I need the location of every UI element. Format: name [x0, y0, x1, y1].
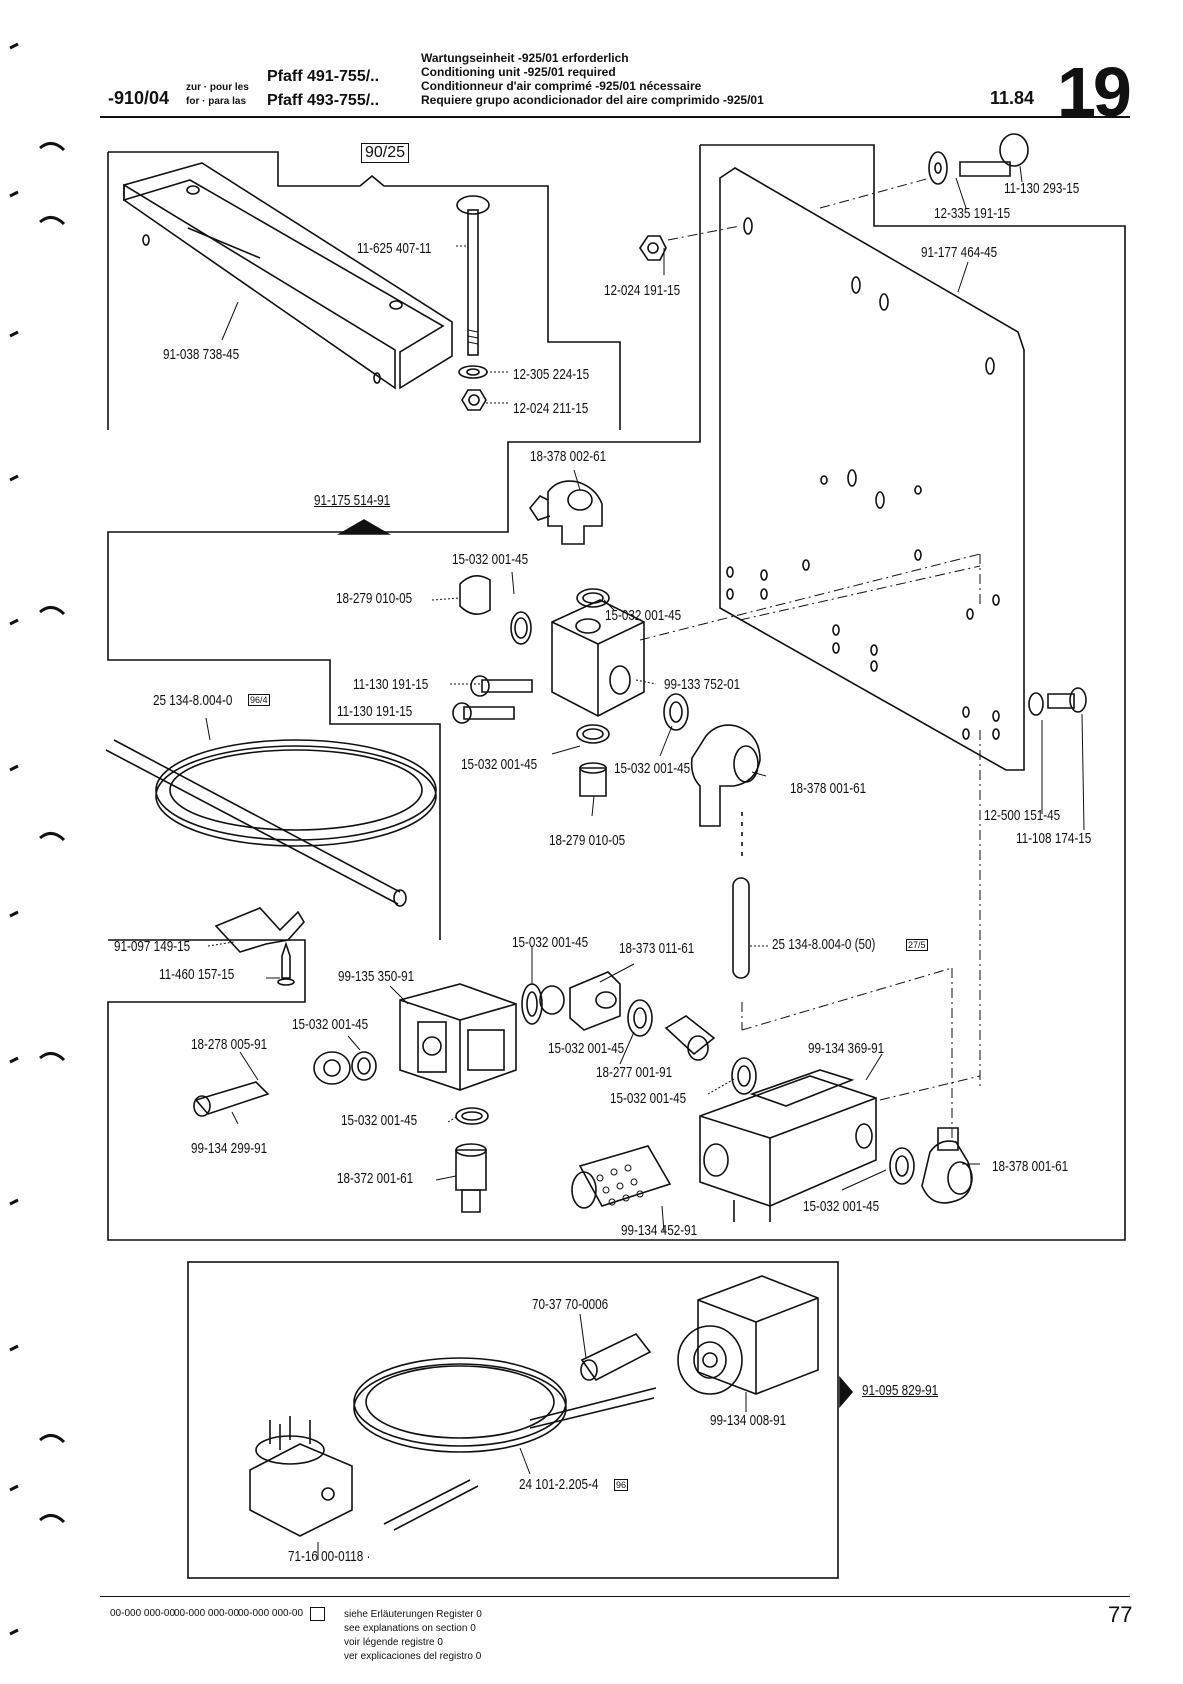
page-number: 77: [1108, 1602, 1133, 1627]
lower-frame: [187, 1261, 839, 1579]
part-label: 15-032 001-45: [614, 760, 691, 777]
bracket-frame: [107, 151, 621, 430]
part-label: 18-378 001-61: [992, 1158, 1069, 1175]
part-label: 12-024 211-15: [513, 400, 589, 417]
part-label: 99-134 369-91: [808, 1040, 885, 1057]
part-label: 18-279 010-05: [336, 590, 413, 607]
part-label: 15-032 001-45: [512, 934, 589, 951]
for-para-label: for · para las: [186, 96, 247, 107]
part-label: 12-500 151-45: [984, 807, 1061, 824]
part-label: 91-097 149-15: [114, 938, 191, 955]
note-es: Requiere grupo acondicionador del aire c…: [421, 93, 764, 107]
note-en: Conditioning unit -925/01 required: [421, 65, 616, 79]
part-ref-box: 96/4: [248, 694, 270, 706]
part-label: 25 134-8.004-0: [153, 692, 233, 709]
footer-note: ver explicaciones del registro 0: [344, 1651, 482, 1662]
footer-rule: [100, 1596, 1130, 1597]
part-label: 12-024 191-15: [604, 282, 681, 299]
mounting-plate-drawing: [719, 167, 1025, 771]
part-label: 11-108 174-15: [1016, 830, 1092, 847]
part-label: 12-335 191-15: [934, 205, 1011, 222]
part-label: 15-032 001-45: [803, 1198, 880, 1215]
footer-note: see explanations on section 0: [344, 1623, 476, 1634]
part-label: 11-130 293-15: [1004, 180, 1080, 197]
part-label: 15-032 001-45: [548, 1040, 625, 1057]
part-label: 70-37 70-0006: [532, 1296, 609, 1313]
filter-housing-drawing: [399, 983, 517, 1091]
footer-code: 00-000 000-00: [110, 1608, 176, 1619]
part-label: 18-373 011-61: [619, 940, 695, 957]
part-label: 18-378 001-61: [790, 780, 867, 797]
footer-box-icon: [310, 1607, 325, 1621]
part-label: 99-134 008-91: [710, 1412, 787, 1429]
part-label: 15-032 001-45: [605, 607, 682, 624]
part-label: 71-16 00-0118 ·: [288, 1548, 371, 1565]
margin-marks: [9, 42, 66, 1636]
part-label: 99-134 452-91: [621, 1222, 698, 1239]
note-fr: Conditionneur d'air comprimé -925/01 néc…: [421, 79, 702, 93]
footer-note: voir légende registre 0: [344, 1637, 443, 1648]
part-label: 99-135 350-91: [338, 968, 415, 985]
reference-box: 90/25: [361, 143, 410, 163]
valve-block-drawing: [551, 599, 645, 717]
part-label: 91-177 464-45: [921, 244, 998, 261]
part-label: 18-372 001-61: [337, 1170, 414, 1187]
part-label: 18-279 010-05: [549, 832, 626, 849]
part-label: 11-130 191-15: [353, 676, 429, 693]
model-2: Pfaff 493-755/..: [267, 92, 380, 109]
footer-code: 00-000 000-00: [238, 1608, 304, 1619]
leader-lines: [205, 165, 1085, 1560]
part-label: 12-305 224-15: [513, 366, 590, 383]
part-label: 18-378 002-61: [530, 448, 607, 465]
note-de: Wartungseinheit -925/01 erforderlich: [421, 51, 629, 65]
part-label: 24 101-2.205-4: [519, 1476, 599, 1493]
solenoid-valve-drawing: [699, 1075, 877, 1207]
angle-bracket-drawing: [123, 162, 453, 390]
zur-pour-label: zur · pour les: [186, 82, 249, 93]
part-label: 15-032 001-45: [341, 1112, 418, 1129]
footer-code: 00-000 000-00: [174, 1608, 240, 1619]
part-label: 91-175 514-91: [314, 492, 391, 509]
part-label: 15-032 001-45: [292, 1016, 369, 1033]
part-label: 15-032 001-45: [610, 1090, 687, 1107]
part-label: 18-277 001-91: [596, 1064, 673, 1081]
part-label: 91-095 829-91: [862, 1382, 939, 1399]
part-label: 11-460 157-15: [159, 966, 235, 983]
assembly-lines: [639, 177, 981, 1140]
part-ref-box: 96: [614, 1479, 629, 1491]
part-label: 99-134 299-91: [191, 1140, 268, 1157]
main-frame: [107, 144, 1126, 1241]
part-label: 18-278 005-91: [191, 1036, 268, 1053]
part-label: 15-032 001-45: [452, 551, 529, 568]
part-ref-box: 27/5: [906, 939, 928, 951]
model-1: Pfaff 491-755/..: [267, 68, 380, 85]
left-code: -910/04: [108, 88, 170, 108]
part-label: 11-130 191-15: [337, 703, 413, 720]
part-label: 91-038 738-45: [163, 346, 240, 363]
footer-note: siehe Erläuterungen Register 0: [344, 1609, 482, 1620]
part-label: 15-032 001-45: [461, 756, 538, 773]
part-label: 25 134-8.004-0 (50): [772, 936, 876, 953]
part-label: 99-133 752-01: [664, 676, 741, 693]
part-label: 11-625 407-11: [357, 240, 432, 257]
date: 11.84: [990, 88, 1035, 108]
